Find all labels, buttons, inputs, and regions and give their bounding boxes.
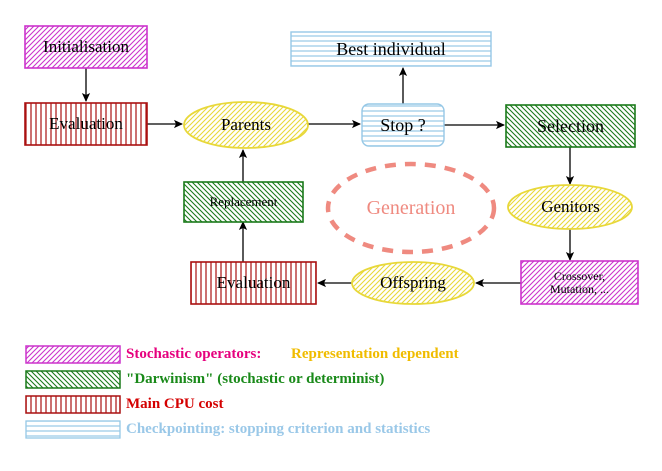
- node-selection[interactable]: [505, 104, 636, 148]
- legend-label-checkpointing: Checkpointing: stopping criterion and st…: [126, 421, 431, 437]
- node-parents[interactable]: [183, 101, 309, 149]
- node-evaluation-bottom[interactable]: [190, 261, 317, 305]
- legend-label-darwinism: "Darwinism" (stochastic or determinist): [126, 371, 385, 387]
- node-initialisation[interactable]: [24, 25, 148, 69]
- node-evaluation-top[interactable]: [24, 102, 148, 146]
- node-best-individual[interactable]: [290, 31, 492, 67]
- legend-swatch-darwinism: [25, 370, 121, 389]
- legend-label-representation-dependent: Representation dependent: [291, 346, 459, 362]
- generation-ellipse: [325, 161, 497, 255]
- node-offspring[interactable]: [351, 261, 475, 305]
- legend-swatch-checkpointing: [25, 420, 121, 439]
- node-stop[interactable]: [361, 103, 445, 147]
- node-crossover-mutation[interactable]: [520, 260, 639, 305]
- node-genitors[interactable]: [507, 184, 633, 230]
- legend-swatch-cpu-cost: [25, 395, 121, 414]
- legend-label-main-cpu-cost: Main CPU cost: [126, 396, 224, 412]
- legend-swatch-stochastic: [25, 345, 121, 364]
- node-replacement[interactable]: [183, 181, 304, 223]
- legend-label-stochastic-operators: Stochastic operators:: [126, 346, 262, 362]
